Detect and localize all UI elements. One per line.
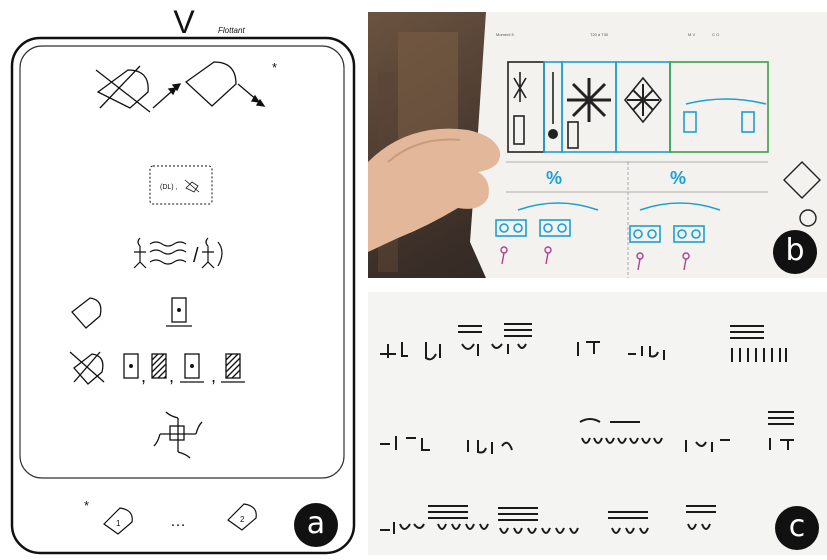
panel-a-subtitle: Flottant xyxy=(218,26,245,35)
comma-3: , xyxy=(211,366,216,386)
box-dot-icon xyxy=(166,298,192,326)
panel-label-c: c xyxy=(775,506,819,550)
outer-frame xyxy=(12,38,354,553)
arrow-up-right-icon xyxy=(153,84,180,108)
panel-a-title: V xyxy=(173,4,195,40)
sheet-header-3: M V xyxy=(688,32,695,37)
shape-icon xyxy=(186,62,236,106)
box-dot-1-icon xyxy=(124,354,138,378)
figure-waves-icon xyxy=(134,238,186,268)
ellipsis: … xyxy=(170,513,186,530)
svg-text:%: % xyxy=(546,168,562,188)
sheet-header-1: Moment 5 xyxy=(496,32,515,37)
comma-2: , xyxy=(169,366,174,386)
figure-paren-icon xyxy=(202,238,222,268)
box-hatched-1-icon xyxy=(152,354,166,378)
cross-square-icon xyxy=(154,412,202,458)
panel-b-photo: Moment 5 T20 à T30 M V C O xyxy=(368,12,827,278)
crossed-shape-icon xyxy=(96,66,150,112)
sheet-header-2: T20 à T30 xyxy=(590,32,609,37)
handwritten-score xyxy=(368,292,827,555)
arrow-down-right-icon xyxy=(238,84,264,106)
inner-frame xyxy=(20,46,344,478)
comma-1: , xyxy=(141,366,146,386)
panel-label-b: b xyxy=(773,230,817,274)
crossed-small-icon xyxy=(185,180,199,192)
panel-c-score-scan: c xyxy=(368,292,827,555)
marker-1-number: 1 xyxy=(116,519,121,528)
notation-drawing: V Flottant * (DL) , xyxy=(0,0,360,555)
crossed-shape-small-icon xyxy=(70,352,104,384)
dashed-box-text: (DL) , xyxy=(160,184,178,191)
svg-text:%: % xyxy=(670,168,686,188)
marker-2-number: 2 xyxy=(240,515,245,524)
slash: / xyxy=(193,245,199,267)
panel-label-a: a xyxy=(294,503,338,547)
box-hatched-2-icon xyxy=(221,354,245,382)
photo-scene: Moment 5 T20 à T30 M V C O xyxy=(368,12,827,278)
asterisk-top: * xyxy=(272,60,277,75)
asterisk-bottom: * xyxy=(84,498,89,513)
shape-small-icon xyxy=(72,298,101,328)
panel-a-notation-sheet: V Flottant * (DL) , xyxy=(0,0,360,555)
sheet-header-4: C O xyxy=(712,32,719,37)
box-dot-2-icon xyxy=(180,354,204,382)
